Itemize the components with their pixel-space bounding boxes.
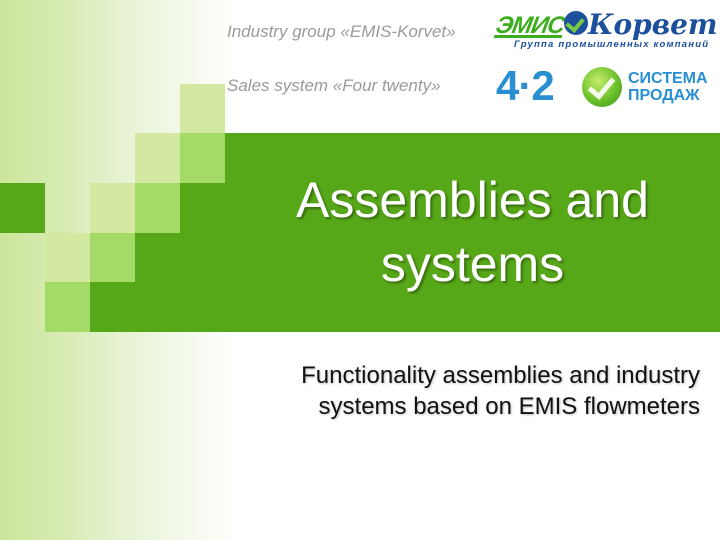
decor-square: [180, 133, 225, 183]
slide-subtitle: Functionality assemblies and industry sy…: [301, 362, 700, 420]
decor-square: [135, 133, 180, 183]
decor-square: [45, 282, 90, 332]
four-twenty-line2: ПРОДАЖ: [628, 87, 700, 104]
four-twenty-digits: 4·2: [496, 62, 555, 109]
title-band-step: [90, 282, 135, 332]
sales-system-label: Sales system «Four twenty»: [227, 76, 441, 95]
slide-title: Assemblies and systems: [296, 172, 649, 292]
decor-square: [0, 183, 45, 233]
four-twenty-line1: СИСТЕМА: [628, 70, 708, 87]
title-band-step: [180, 183, 225, 332]
title-band-step: [135, 233, 180, 332]
decor-square: [90, 183, 135, 233]
industry-group-label: Industry group «EMIS-Korvet»: [227, 22, 456, 41]
four-twenty-words: СИСТЕМА ПРОДАЖ: [628, 70, 708, 104]
decor-square: [90, 233, 135, 283]
four-twenty-logo: 4·2 СИСТЕМА ПРОДАЖ: [496, 62, 716, 112]
checkmark-globe-icon: [564, 11, 588, 35]
emis-korvet-logo: ЭМИС Корвет Группа промышленных компаний: [493, 8, 718, 52]
decor-square: [45, 233, 90, 283]
korvet-logo-word: Корвет: [588, 8, 718, 41]
title-band: [225, 133, 720, 332]
emis-korvet-tagline: Группа промышленных компаний: [514, 39, 710, 50]
green-check-ball-icon: [582, 67, 622, 107]
decor-square: [180, 84, 225, 134]
emis-logo-word: ЭМИС: [493, 12, 567, 39]
decor-square: [135, 183, 180, 233]
